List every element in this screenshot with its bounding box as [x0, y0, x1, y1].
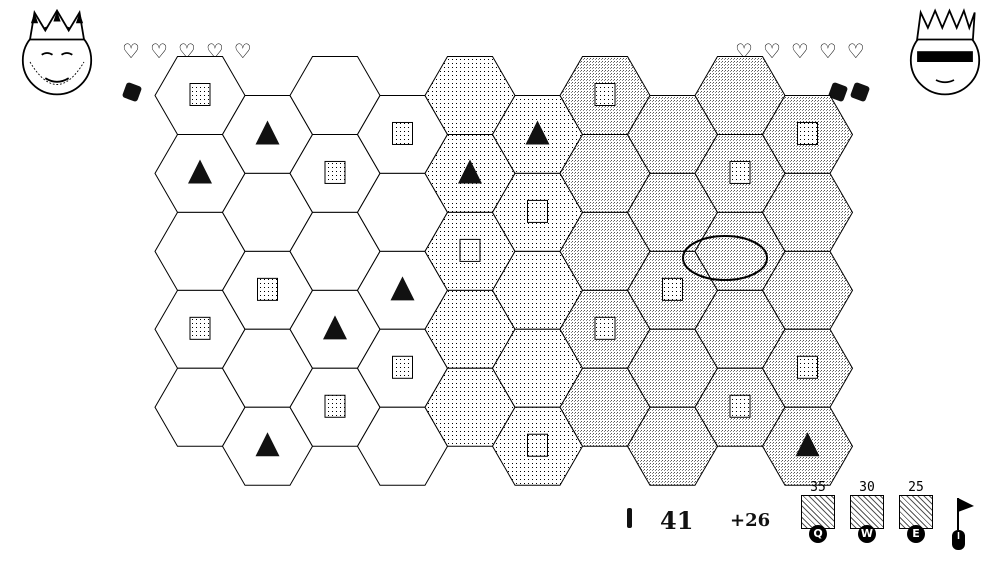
unit-button-e[interactable]: 25 E: [898, 480, 934, 543]
castle-icon[interactable]: [392, 355, 413, 379]
tent-icon[interactable]: [390, 276, 415, 301]
castle-icon[interactable]: [594, 316, 616, 340]
hotkey-badge: W: [858, 525, 876, 543]
heart-icon: ♡: [818, 39, 837, 63]
resource-value: 41: [660, 506, 694, 535]
heart-icon: ♡: [790, 39, 809, 63]
tent-icon[interactable]: [323, 315, 347, 340]
castle-icon[interactable]: [257, 277, 278, 301]
unit-button-w[interactable]: 30 W: [849, 480, 885, 543]
castle-icon[interactable]: [729, 160, 751, 184]
heart-icon: ♡: [122, 39, 140, 63]
hex-map[interactable]: [140, 55, 860, 505]
tent-icon[interactable]: [188, 159, 212, 184]
right-queen-portrait: [909, 8, 981, 96]
unit-button-q[interactable]: 35 Q: [800, 480, 836, 543]
castle-icon[interactable]: [594, 83, 616, 106]
spire-unit-icon: [899, 495, 933, 529]
heart-icon: ♡: [846, 39, 865, 63]
castle-icon[interactable]: [189, 83, 211, 106]
tent-icon[interactable]: [255, 120, 280, 145]
income-value: +26: [730, 510, 771, 531]
mouse-icon: [952, 530, 965, 550]
tent-icon[interactable]: [255, 432, 280, 457]
castle-icon[interactable]: [459, 238, 481, 262]
catapult-unit-icon: [850, 495, 884, 529]
hotkey-badge: E: [907, 525, 925, 543]
heart-icon: ♡: [149, 39, 168, 63]
hotkey-badge: Q: [809, 525, 827, 543]
unit-cost: 25: [908, 480, 924, 495]
castle-icon[interactable]: [797, 355, 818, 379]
tent-icon[interactable]: [458, 159, 482, 184]
heart-icon: ♡: [233, 39, 252, 63]
flag-icon: [957, 498, 974, 530]
unit-cost: 35: [810, 480, 826, 495]
tent-icon[interactable]: [525, 120, 550, 145]
left-hearts: ♡♡♡♡♡: [122, 40, 252, 62]
castle-icon[interactable]: [527, 433, 548, 457]
castle-icon[interactable]: [392, 121, 413, 145]
castle-icon[interactable]: [324, 394, 346, 418]
left-king-portrait: [21, 8, 93, 96]
castle-icon[interactable]: [729, 394, 751, 418]
tower-unit-icon: [801, 495, 835, 529]
flag-button[interactable]: [950, 494, 980, 554]
tent-icon[interactable]: [795, 432, 820, 457]
resource-bar-icon: [627, 508, 632, 528]
target-reticle-icon: [682, 235, 768, 281]
castle-icon[interactable]: [324, 160, 346, 184]
castle-icon[interactable]: [189, 316, 211, 340]
castle-icon[interactable]: [527, 199, 548, 223]
castle-icon[interactable]: [662, 277, 683, 301]
castle-icon[interactable]: [797, 121, 818, 145]
heart-icon: ♡: [762, 39, 781, 63]
unit-cost: 30: [859, 480, 875, 495]
left-gems: [121, 81, 143, 103]
right-hearts: ♡♡♡♡♡: [735, 40, 865, 62]
